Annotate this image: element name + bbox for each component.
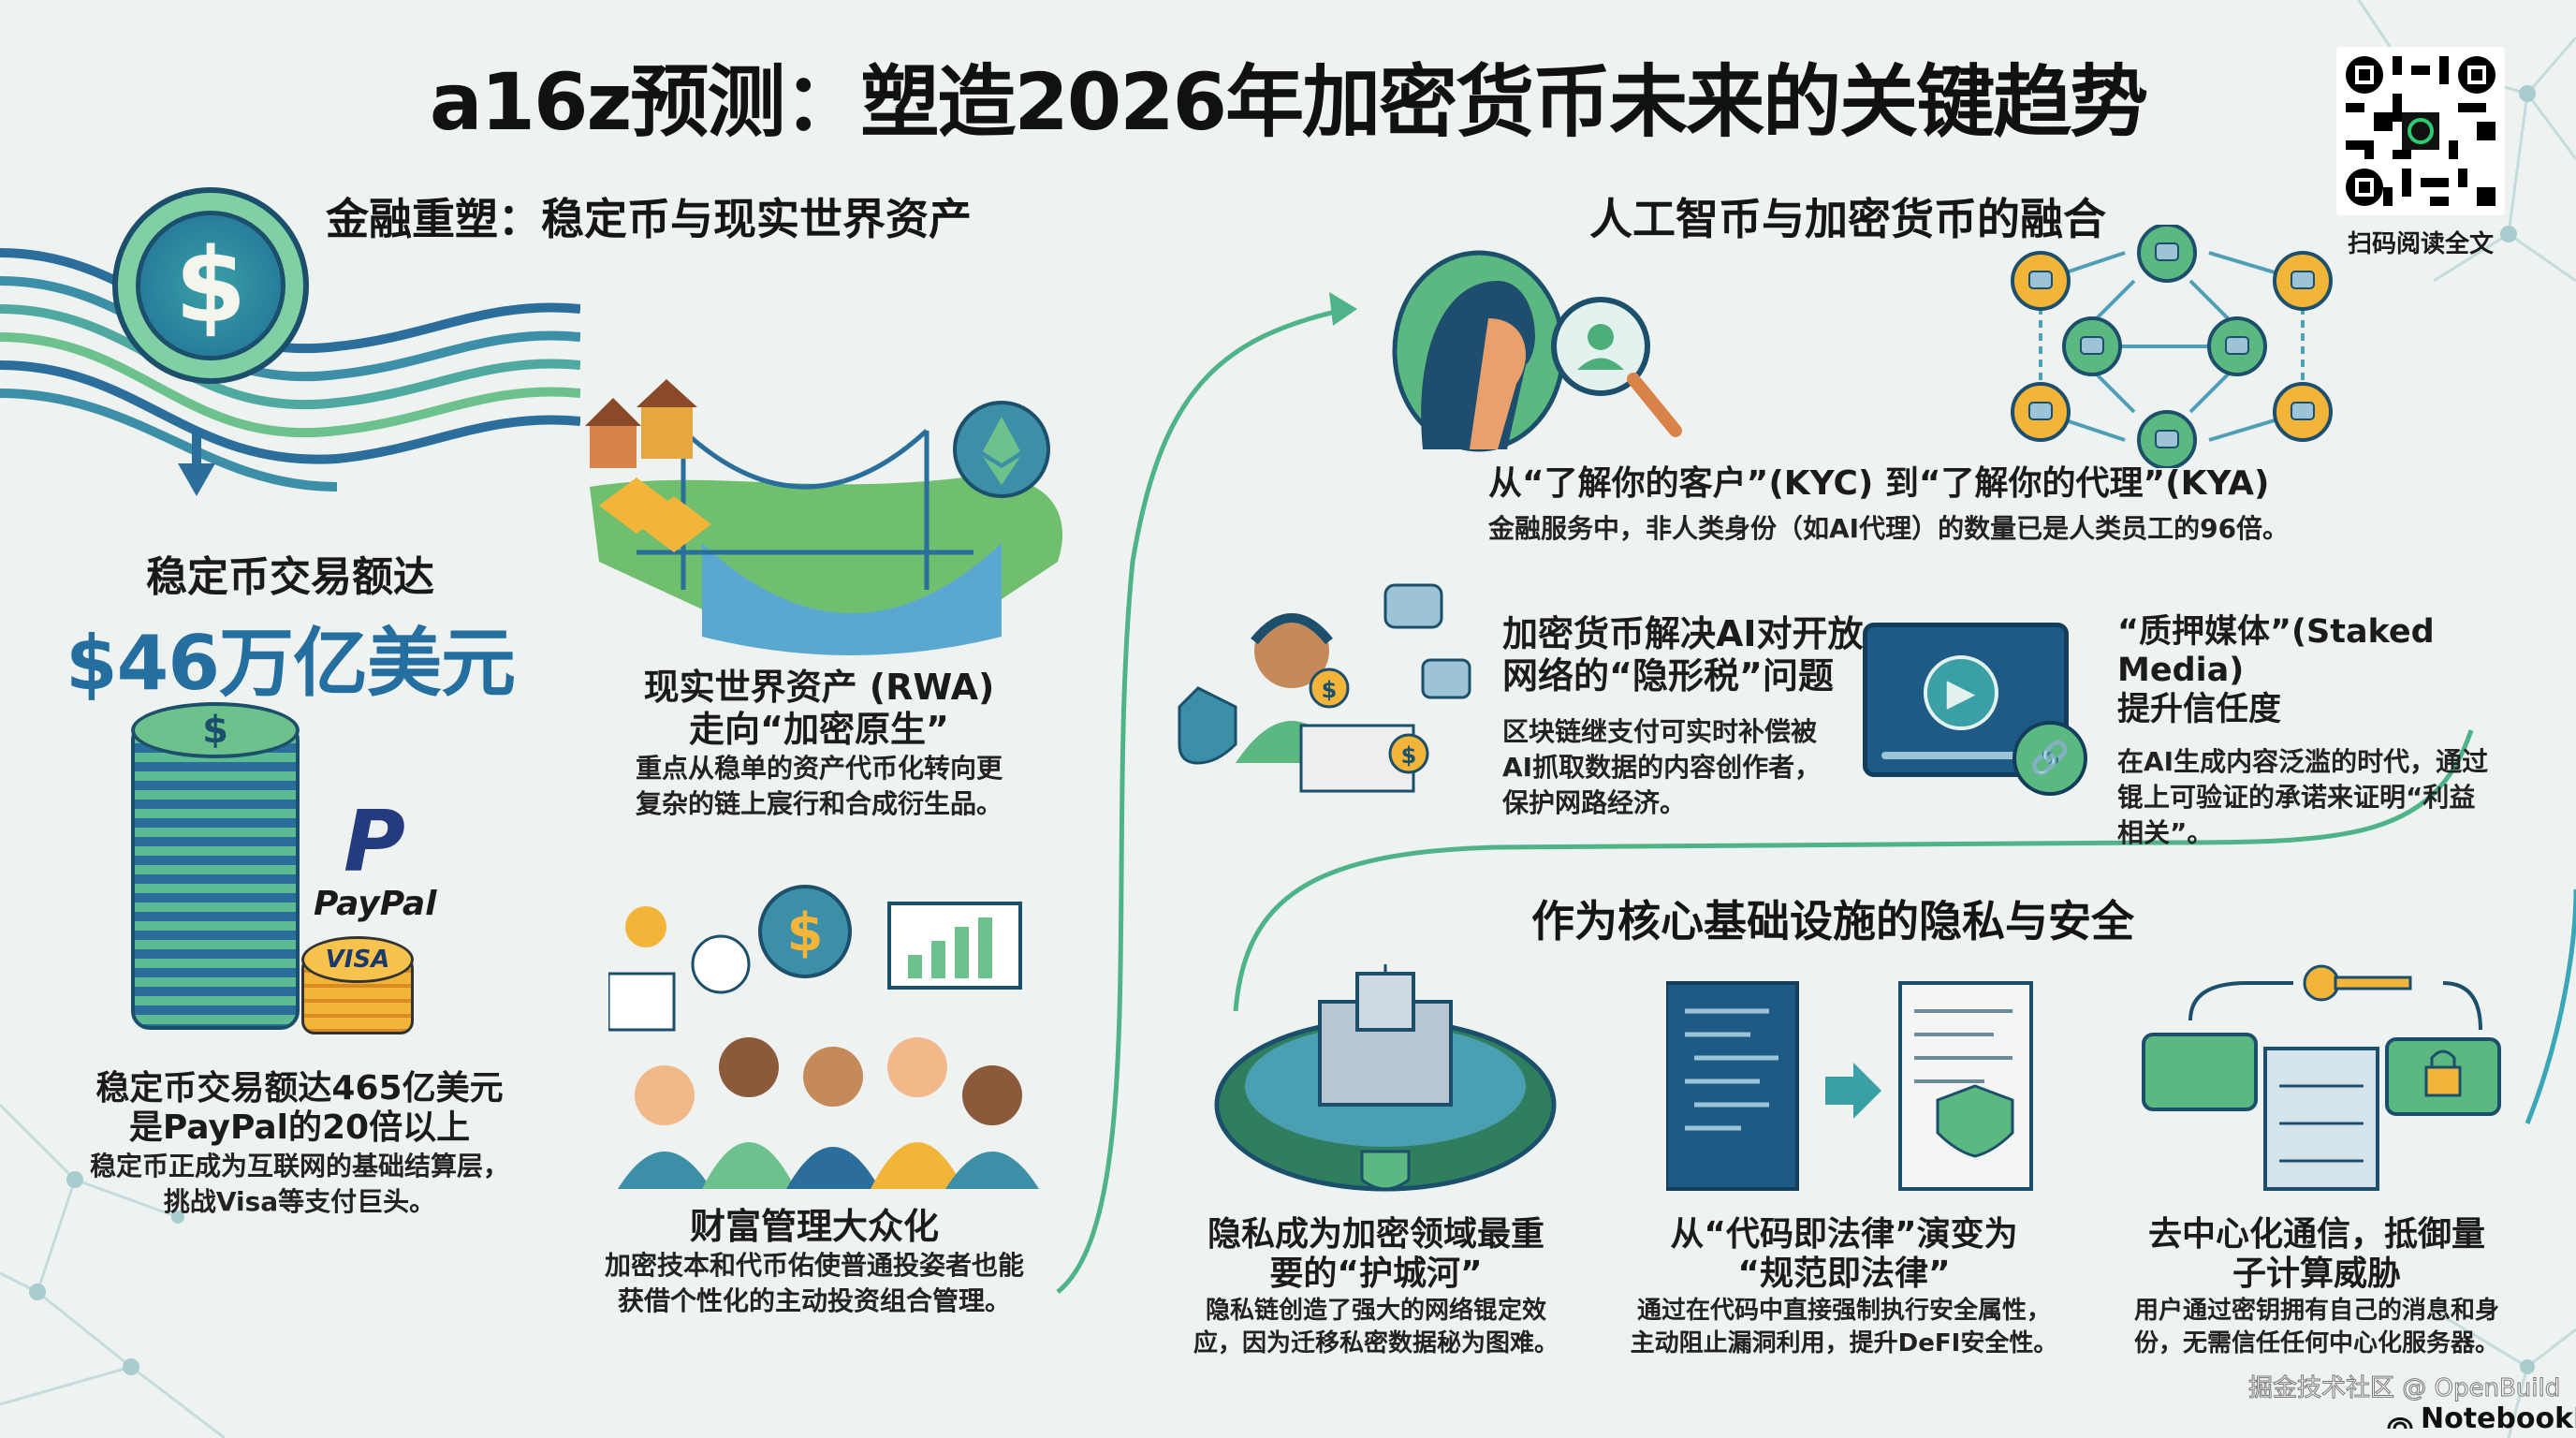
card-heading: 要的“护城河” (1269, 1255, 1483, 1294)
card-heading: 提升信任度 (2117, 690, 2282, 728)
coin-stack-illustration: $ (131, 702, 300, 1039)
card-heading: “质押媒体”(Staked Media) (2117, 613, 2435, 690)
server-icon (2263, 1047, 2379, 1191)
paypal-logo: P PayPal (314, 793, 437, 924)
stablecoin-globe-illustration (0, 248, 580, 496)
card-body: 应，因为迁移私密数据秘为图难。 (1193, 1329, 1559, 1358)
ethereum-icon (983, 417, 1020, 463)
card-body: 复杂的链上宸行和合成衍生品。 (635, 787, 1003, 819)
visa-coin-stack: VISA (301, 936, 414, 1039)
card-body: 主动阻止漏洞利用，提升DeFI安全性。 (1630, 1329, 2058, 1358)
svg-text:$: $ (1322, 677, 1338, 703)
card-body: 加密技本和代币佑使普通投姿者也能 (604, 1249, 1024, 1281)
card-heading: “规范即法律” (1737, 1255, 1951, 1294)
card-body: 隐私链创造了强大的网络锟定效 (1205, 1296, 1546, 1325)
staked-media-video-illustration: ▶ 🔗 (1863, 623, 2087, 796)
arrow-down-icon (178, 463, 215, 496)
decentralized-comm-card: 去中心化通信，抵御量 子计算威胁 用户通过密钥拥有自己的消息和身 份，无需信任任… (2097, 1215, 2537, 1361)
spec-document-icon (1898, 981, 2033, 1191)
code-to-spec-illustration (1666, 981, 2033, 1191)
code-scroll-icon (1666, 981, 1799, 1191)
chat-bubble-icon (2142, 1033, 2258, 1111)
stablecoin-stat: 稳定币交易额达 $46万亿美元 (56, 543, 524, 712)
dollar-icon: $ (131, 702, 300, 758)
invisible-tax-card: 加密货币解决AI对开放 网络的“隐形税”问题 区块链继支付可实时补偿被 AI抓取… (1502, 613, 1877, 821)
card-heading: 子计算威胁 (2232, 1255, 2401, 1294)
staked-media-card: “质押媒体”(Staked Media) 提升信任度 在AI生成内容泛滥的时代，… (2117, 613, 2539, 851)
card-body: 通过在代码中直接强制执行安全属性， (1636, 1296, 2051, 1325)
shield-icon (1178, 686, 1237, 765)
svg-text:$: $ (787, 902, 824, 963)
creator-payment-illustration: $ $ (1178, 583, 1471, 793)
card-body: 份，无需信任任何中心化服务器。 (2133, 1329, 2499, 1358)
card-body: 保护网路经济。 (1502, 786, 1687, 818)
qr-caption: 扫码阅读全文 (2347, 230, 2494, 258)
decentralized-comm-illustration (2142, 964, 2501, 1191)
gear-icon (625, 906, 666, 947)
stablecoin-card: 稳定币交易额达465亿美元 是PayPal的20倍以上 稳定币正成为互联网的基础… (56, 1069, 543, 1220)
paypal-wordmark: PayPal (314, 885, 437, 923)
code-law-card: 从“代码即法律”演变为 “规范即法律” 通过在代码中直接强制执行安全属性， 主动… (1610, 1215, 2078, 1361)
lock-icon (2424, 1065, 2462, 1097)
card-heading: 现实世界资产 (RWA) (643, 667, 995, 708)
card-heading: 财富管理大众化 (689, 1206, 939, 1247)
key-icon (2303, 964, 2340, 1002)
watermark: 掘金技术社区 @ OpenBuild (2247, 1374, 2561, 1403)
ai-agent-network-illustration (2011, 225, 2333, 468)
card-body: 在AI生成内容泛滥的时代，通过 (2117, 745, 2489, 777)
link-badge-icon: 🔗 (2012, 721, 2087, 796)
play-icon: ▶ (1924, 655, 1998, 730)
card-body: 区块链继支付可实时补偿被 (1502, 715, 1818, 747)
card-heading: 稳定币交易额达465亿美元 (95, 1069, 504, 1108)
stat-label: 稳定币交易额达 (146, 553, 434, 601)
card-heading: 去中心化通信，抵御量 (2147, 1215, 2485, 1254)
qr-block[interactable]: 扫码阅读全文 (2336, 47, 2505, 259)
kya-card: 从“了解你的客户”(KYC) 到“了解你的代理”(KYA) 金融服务中，非人类身… (1488, 464, 2293, 548)
rwa-bridge-illustration (585, 379, 1063, 655)
card-body: 获借个性化的主动投资组合管理。 (617, 1284, 1011, 1316)
globe-dollar-coin-icon: $ (112, 187, 309, 384)
wealth-card: 财富管理大众化 加密技本和代币佑使普通投姿者也能 获借个性化的主动投资组合管理。 (580, 1206, 1048, 1319)
privacy-moat-castle-illustration (1214, 964, 1557, 1192)
section-title-privacy: 作为核心基础设施的隐私与安全 (1531, 896, 2134, 946)
card-body: 金融服务中，非人类身份（如AI代理）的数量已是人类员工的96倍。 (1488, 513, 2290, 545)
card-body: 相关”。 (2117, 817, 2214, 849)
qr-code-icon[interactable] (2336, 47, 2505, 215)
card-body: 重点从稳单的资产代币化转向更 (635, 752, 1003, 784)
card-heading: 走向“加密原生” (689, 708, 949, 750)
shield-check-icon (1936, 1084, 2014, 1158)
card-body: 锟上可验证的承诺来证明“利益 (2117, 781, 2476, 813)
wealth-management-illustration: $ (608, 885, 1039, 1189)
section-title-finance: 金融重塑：稳定币与现实世界资产 (326, 194, 972, 244)
card-body: 用户通过密钥拥有自己的消息和身 (2133, 1296, 2499, 1325)
section-title-ai: 人工智币与加密货币的融合 (1589, 194, 2106, 244)
card-body: 稳定币正成为互联网的基础结算层， (89, 1150, 509, 1181)
svg-text:$: $ (1401, 742, 1417, 769)
card-body: 挑战Visa等支付巨头。 (163, 1186, 436, 1218)
notebooklm-logo-icon (2387, 1416, 2413, 1429)
progress-bar (1881, 752, 2022, 759)
lock-shield-icon (1360, 1150, 1411, 1191)
card-heading: 加密货币解决AI对开放 (1502, 613, 1864, 654)
card-heading: 隐私成为加密领域最重 (1207, 1215, 1544, 1254)
brand-label: NotebookLM (2421, 1402, 2576, 1435)
card-heading: 从“了解你的客户”(KYC) 到“了解你的代理”(KYA) (1488, 464, 2270, 503)
privacy-moat-card: 隐私成为加密领域最重 要的“护城河” 隐私链创造了强大的网络锟定效 应，因为迁移… (1175, 1215, 1577, 1361)
page-title: a16z预测：塑造2026年加密货币未来的关键趋势 (429, 56, 2148, 148)
visa-logo: VISA (301, 936, 414, 983)
kyc-person-illustration (1392, 250, 1682, 452)
card-body: AI抓取数据的内容创作者， (1502, 751, 1822, 783)
paypal-p-icon: P (344, 793, 405, 891)
card-heading: 从“代码即法律”演变为 (1670, 1215, 2018, 1254)
card-heading: 是PayPal的20倍以上 (128, 1108, 471, 1148)
rwa-card: 现实世界资产 (RWA) 走向“加密原生” 重点从稳单的资产代币化转向更 复杂的… (599, 667, 1039, 822)
arrow-right-icon (1825, 1063, 1881, 1119)
card-heading: 网络的“隐形税”问题 (1502, 654, 1834, 697)
stat-value: $46万亿美元 (66, 620, 516, 707)
notebooklm-brand: NotebookLM (2387, 1402, 2576, 1435)
